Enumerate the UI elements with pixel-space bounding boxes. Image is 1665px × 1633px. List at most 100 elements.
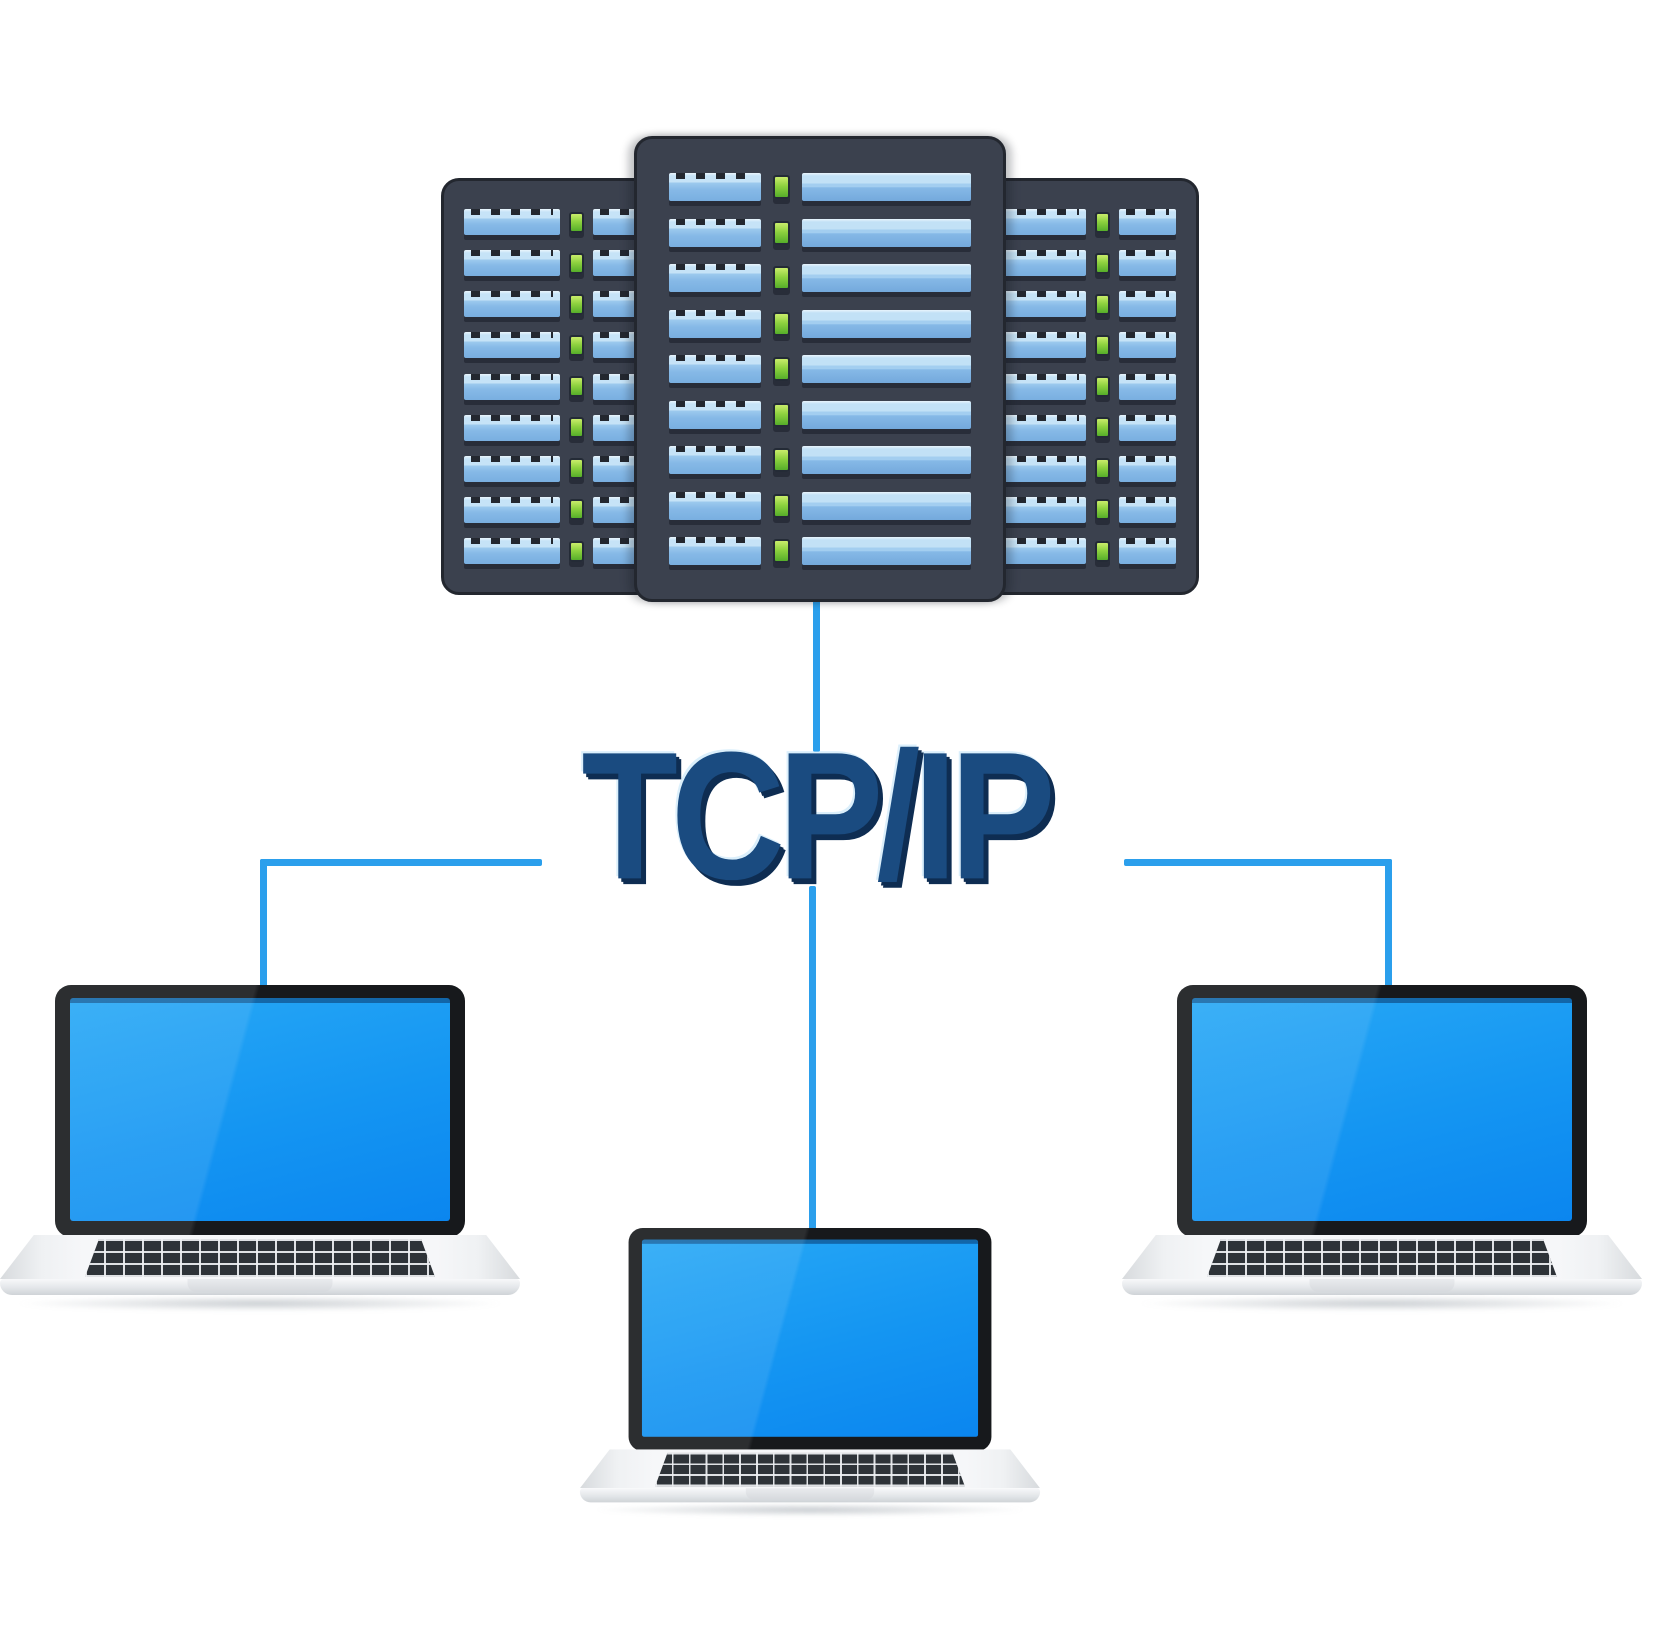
server-drive-panel xyxy=(1119,373,1176,400)
server-drive-panel xyxy=(990,455,1087,482)
server-drive-panel xyxy=(669,309,761,338)
server-rack-center xyxy=(634,136,1006,602)
server-drive-panel xyxy=(1119,496,1176,523)
server-unit xyxy=(990,538,1176,564)
server-unit xyxy=(669,446,971,474)
server-unit xyxy=(464,455,650,482)
led-indicator xyxy=(569,293,585,315)
server-drive-panel xyxy=(1119,332,1176,359)
laptop-shadow xyxy=(593,1503,1027,1517)
server-unit xyxy=(990,209,1176,235)
led-indicator xyxy=(569,252,585,274)
led-indicator xyxy=(1095,540,1111,562)
server-drive-panel xyxy=(464,332,561,359)
laptop-screen-bezel xyxy=(628,1228,992,1452)
server-unit xyxy=(990,332,1176,359)
server-drive-panel xyxy=(669,218,761,247)
server-drive-panel xyxy=(990,538,1087,564)
server-unit xyxy=(990,291,1176,318)
server-drive-panel xyxy=(990,209,1087,235)
laptop-center xyxy=(579,1228,1041,1518)
server-drive-panel xyxy=(669,537,761,565)
server-unit xyxy=(464,291,650,318)
server-drive-panel xyxy=(990,496,1087,523)
led-indicator xyxy=(569,376,585,397)
server-drive-panel xyxy=(464,209,561,235)
server-drive-panel xyxy=(464,455,561,482)
led-indicator xyxy=(773,539,790,563)
connector-right-vertical xyxy=(1385,859,1392,989)
server-drive-panel xyxy=(1119,209,1176,235)
led-indicator xyxy=(773,402,790,427)
server-unit xyxy=(464,332,650,359)
led-indicator xyxy=(1095,458,1111,480)
server-drive-panel xyxy=(669,446,761,474)
server-drive-panel xyxy=(464,538,561,564)
laptop-base xyxy=(579,1449,1041,1518)
server-drive-panel xyxy=(669,264,761,292)
led-indicator xyxy=(773,311,790,336)
connector-left-horizontal xyxy=(260,859,542,866)
led-indicator xyxy=(569,334,585,356)
led-indicator xyxy=(773,357,790,381)
server-drive-panel xyxy=(464,250,561,277)
led-indicator xyxy=(1095,211,1111,233)
server-unit xyxy=(669,309,971,338)
server-unit xyxy=(669,400,971,429)
server-unit xyxy=(669,537,971,565)
server-unit xyxy=(669,491,971,520)
led-indicator xyxy=(1095,499,1111,521)
led-indicator xyxy=(569,540,585,562)
server-unit xyxy=(464,538,650,564)
laptop-base xyxy=(1122,1235,1642,1313)
laptop-keyboard xyxy=(1207,1239,1557,1277)
led-indicator xyxy=(1095,252,1111,274)
server-unit xyxy=(990,250,1176,277)
connector-right-horizontal xyxy=(1124,859,1392,866)
tcpip-label: TCP/IP xyxy=(581,715,1055,918)
laptop-right xyxy=(1122,985,1642,1313)
server-drive-panel xyxy=(990,414,1087,441)
server-unit xyxy=(669,218,971,247)
server-bar xyxy=(802,446,971,474)
laptop-screen xyxy=(641,1239,979,1437)
server-drive-panel xyxy=(669,491,761,520)
server-bar xyxy=(802,173,971,201)
laptop-shadow xyxy=(1137,1296,1627,1311)
server-drive-panel xyxy=(669,400,761,429)
server-unit xyxy=(464,414,650,441)
laptop-keyboard xyxy=(655,1452,965,1487)
server-drive-panel xyxy=(990,291,1087,318)
server-bar xyxy=(802,537,971,565)
server-unit xyxy=(669,173,971,201)
led-indicator xyxy=(1095,417,1111,439)
server-drive-panel xyxy=(990,250,1087,277)
led-indicator xyxy=(569,499,585,521)
server-unit xyxy=(669,355,971,383)
connector-left-vertical xyxy=(260,859,267,989)
laptop-shadow xyxy=(15,1296,505,1311)
laptop-screen xyxy=(1192,998,1572,1221)
led-indicator xyxy=(773,220,790,245)
server-drive-panel xyxy=(1119,291,1176,318)
led-indicator xyxy=(773,493,790,518)
led-indicator xyxy=(1095,376,1111,397)
led-indicator xyxy=(569,211,585,233)
server-unit xyxy=(990,455,1176,482)
server-drive-panel xyxy=(1119,414,1176,441)
server-bar xyxy=(802,400,971,429)
led-indicator xyxy=(1095,334,1111,356)
server-drive-panel xyxy=(1119,455,1176,482)
server-unit xyxy=(990,373,1176,400)
server-unit xyxy=(464,209,650,235)
server-drive-panel xyxy=(464,414,561,441)
laptop-keyboard xyxy=(85,1239,435,1277)
server-drive-panel xyxy=(464,291,561,318)
server-bar xyxy=(802,309,971,338)
server-drive-panel xyxy=(464,373,561,400)
server-cluster xyxy=(441,136,1199,602)
laptop-trackpad xyxy=(745,1488,875,1500)
server-unit xyxy=(464,250,650,277)
server-drive-panel xyxy=(990,373,1087,400)
